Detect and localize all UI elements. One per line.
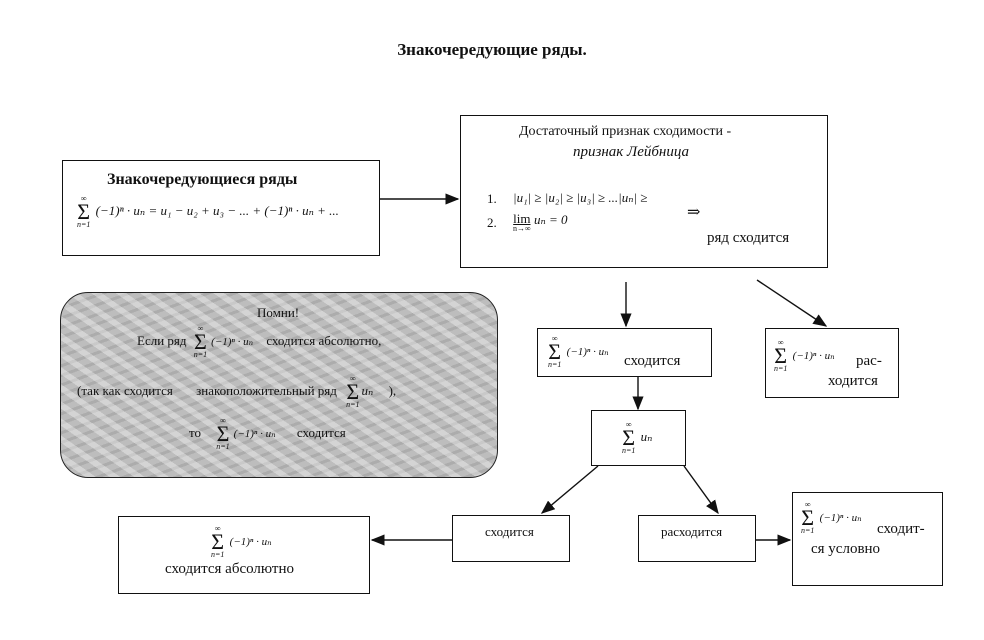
memo-line2: (так как сходится знакоположительный ряд… [77,374,397,409]
arrow-abs-to-conv [540,465,599,514]
limit-sub: n→∞ [513,224,531,233]
conv-small-text: сходится [485,524,534,539]
div-small-text: расходится [661,524,723,539]
leibniz-cond1-num: 1. [487,191,497,206]
conditional-text2: ся условно [811,541,881,557]
memo-heading: Помни! [257,305,300,320]
diverges-text2: ходится [828,373,878,389]
limit-expr: uₙ = 0 [533,212,568,227]
leibniz-line2: признак Лейбница [573,144,690,160]
leibniz-cond1: |u₁| ≥ |u₂| ≥ |u₃| ≥ ...|uₙ| ≥ [513,190,648,205]
series-formula-text: (−1)ⁿ · uₙ = u₁ − u₂ + u₃ − ... + (−1)ⁿ … [95,202,339,218]
absolute-text: сходится абсолютно [165,561,294,577]
div-small-box: расходится [638,515,756,562]
converges-text: сходится [624,353,681,369]
implies-arrow: ⇒ [687,204,701,221]
conditional-text1: сходит- [877,521,925,537]
limit-word: lim [513,211,531,226]
arrow-abs-to-div [683,465,719,515]
diverges-text1: рас- [856,353,882,369]
series-heading: Знакочередующиеся ряды [107,171,298,188]
conv-small-box: сходится [452,515,570,562]
leibniz-result: ряд сходится [707,230,790,246]
page-title: Знакочередующие ряды. [397,40,587,59]
leibniz-box: Достаточный признак сходимости - признак… [460,115,828,268]
arrow-leibniz-to-diverges [756,279,828,327]
leibniz-limit: lim n→∞ uₙ = 0 [513,212,568,233]
leibniz-line1: Достаточный признак сходимости - [519,124,732,139]
leibniz-cond2-num: 2. [487,215,497,230]
